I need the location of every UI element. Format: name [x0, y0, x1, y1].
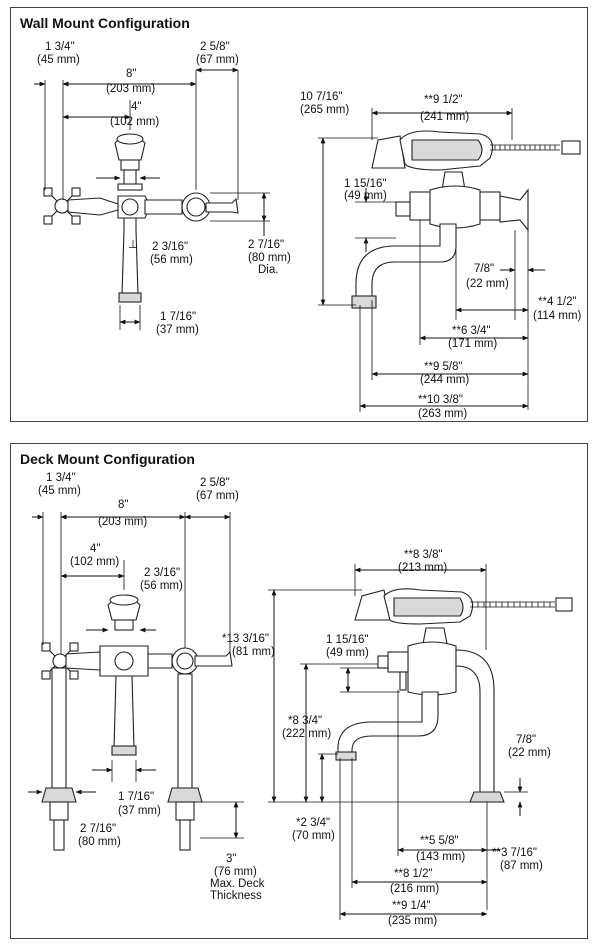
wall-dim-m1: **6 3/4" [452, 325, 491, 337]
wall-dim-c2: (67 mm) [196, 54, 239, 66]
wall-dim-o2: (263 mm) [418, 408, 467, 420]
deck-dim-k1: 1 15/16" [326, 634, 368, 646]
wall-front-view: ⊥ [43, 133, 239, 303]
wall-cross-handle [43, 187, 119, 225]
deck-dim-m1: 7/8" [516, 734, 536, 746]
wall-dim-n1: **9 5/8" [424, 361, 463, 373]
deck-dim-n1: *2 3/4" [296, 817, 330, 829]
wall-dim-j2: (49 mm) [344, 190, 387, 202]
wall-dim-h2: (265 mm) [300, 104, 349, 116]
deck-dim-m2: (22 mm) [508, 747, 551, 759]
deck-dim-p2: (87 mm) [500, 860, 543, 872]
wall-mount-title: Wall Mount Configuration [20, 15, 190, 31]
deck-dim-q2: (216 mm) [390, 883, 439, 895]
deck-dim-o1: **5 5/8" [420, 835, 459, 847]
wall-side-view [351, 130, 581, 309]
wall-dim-n2: (244 mm) [420, 374, 469, 386]
wall-dim-a2: (45 mm) [37, 54, 80, 66]
wall-dim-o1: **10 3/8" [418, 394, 463, 406]
deck-side-dims: **8 3/8" (213 mm) *13 3/16" (81 mm) 1 15… [222, 549, 551, 927]
deck-mount-title: Deck Mount Configuration [20, 451, 195, 467]
wall-dim-f2: (80 mm) [248, 252, 291, 264]
deck-dim-a1: 1 3/4" [46, 472, 76, 484]
wall-dim-k2: (22 mm) [466, 278, 509, 290]
deck-dim-j2: (81 mm) [232, 646, 275, 658]
wall-dim-i1: **9 1/2" [424, 94, 463, 106]
deck-dim-k2: (49 mm) [326, 647, 369, 659]
wall-dim-e2: (56 mm) [150, 254, 193, 266]
wall-dim-e1: 2 3/16" [152, 241, 188, 253]
deck-dim-c1: 2 5/8" [200, 477, 230, 489]
deck-dim-n2: (70 mm) [292, 830, 335, 842]
deck-dim-e2: (56 mm) [140, 580, 183, 592]
wall-mount-drawing: ⊥ 1 3/4" (45 mm) 8" (203 mm) 2 5/8" [34, 41, 582, 420]
deck-dim-g1: 2 7/16" [80, 823, 116, 835]
wall-dim-a1: 1 3/4" [45, 41, 75, 53]
deck-dim-l1: *8 3/4" [288, 715, 322, 727]
deck-dim-i1: **8 3/8" [404, 549, 443, 561]
deck-dim-p1: **3 7/16" [492, 847, 537, 859]
wall-dim-l1: **4 1/2" [538, 296, 577, 308]
deck-dim-b1: 8" [118, 499, 128, 511]
deck-dim-c2: (67 mm) [196, 490, 239, 502]
deck-dim-g2: (80 mm) [78, 836, 121, 848]
wall-dim-i2: (241 mm) [420, 111, 469, 123]
wall-mount-panel: Wall Mount Configuration [10, 7, 588, 422]
deck-dim-j1: *13 3/16" [222, 633, 269, 645]
deck-dim-h4: Thickness [210, 890, 262, 902]
deck-side-view [335, 588, 573, 803]
wall-dim-b2: (203 mm) [106, 83, 155, 95]
deck-dim-r2: (235 mm) [388, 915, 437, 927]
svg-text:⊥: ⊥ [128, 239, 138, 251]
deck-dim-q1: **8 1/2" [394, 868, 433, 880]
wall-dim-f1: 2 7/16" [248, 239, 284, 251]
wall-dim-d1: 4" [131, 101, 141, 113]
deck-dim-f1: 1 7/16" [118, 791, 154, 803]
wall-dim-k1: 7/8" [474, 263, 494, 275]
wall-dim-j1: 1 15/16" [344, 178, 386, 190]
wall-dim-g1: 1 7/16" [160, 311, 196, 323]
wall-dim-g2: (37 mm) [156, 324, 199, 336]
deck-dim-a2: (45 mm) [38, 485, 81, 497]
deck-dim-r1: **9 1/4" [392, 900, 431, 912]
deck-front-view [41, 594, 233, 851]
deck-dim-d2: (102 mm) [70, 556, 119, 568]
deck-dim-h1: 3" [226, 853, 236, 865]
wall-dim-d2: (102 mm) [110, 116, 159, 128]
wall-dim-f3: Dia. [258, 264, 278, 276]
wall-dim-b1: 8" [126, 68, 136, 80]
deck-front-dims: 1 3/4" (45 mm) 8" (203 mm) 2 5/8" (67 mm… [28, 472, 265, 902]
wall-side-dims: 10 7/16" (265 mm) **9 1/2" (241 mm) 1 15… [300, 91, 582, 420]
deck-dim-h2: (76 mm) [214, 866, 257, 878]
wall-dim-l2: (114 mm) [533, 310, 582, 322]
deck-dim-e1: 2 3/16" [144, 567, 180, 579]
deck-mount-drawing: 1 3/4" (45 mm) 8" (203 mm) 2 5/8" (67 mm… [28, 472, 573, 927]
deck-dim-h3: Max. Deck [210, 878, 265, 890]
deck-dim-o2: (143 mm) [416, 851, 465, 863]
wall-dim-h1: 10 7/16" [300, 91, 342, 103]
deck-dim-f2: (37 mm) [118, 805, 161, 817]
wall-dim-m2: (171 mm) [448, 338, 497, 350]
deck-dim-b2: (203 mm) [98, 516, 147, 528]
wall-dim-c1: 2 5/8" [200, 41, 230, 53]
deck-dim-d1: 4" [90, 543, 100, 555]
deck-dim-l2: (222 mm) [282, 728, 331, 740]
wall-front-dims: 1 3/4" (45 mm) 8" (203 mm) 2 5/8" (67 mm… [34, 41, 291, 336]
deck-dim-i2: (213 mm) [398, 562, 447, 574]
deck-mount-panel: Deck Mount Configuration [10, 443, 588, 939]
